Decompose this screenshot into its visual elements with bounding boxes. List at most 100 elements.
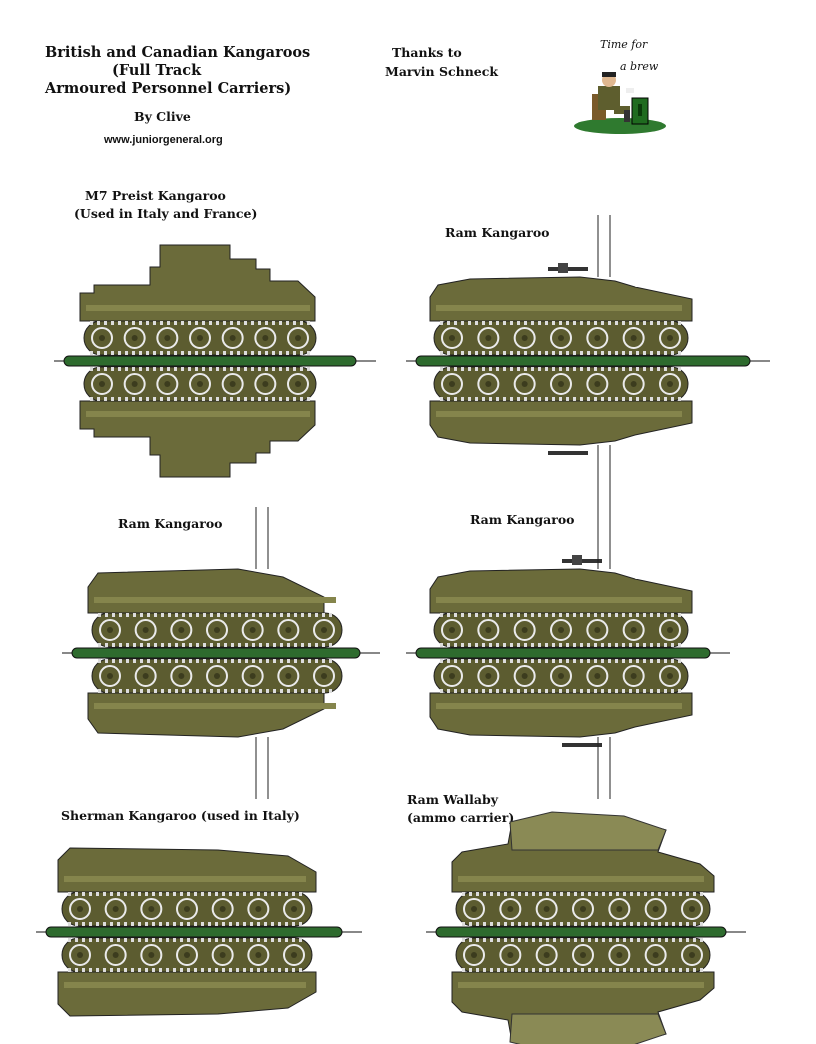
road-wheel (513, 619, 536, 641)
track-link (524, 613, 527, 617)
track-link (278, 892, 281, 896)
track-link (475, 613, 478, 617)
track-link (243, 968, 246, 972)
track-link (475, 659, 478, 663)
track-link (196, 643, 199, 647)
track-link (504, 892, 507, 896)
road-wheel (513, 327, 536, 349)
track-link (566, 689, 569, 693)
track-link (175, 659, 178, 663)
track-link (215, 922, 218, 926)
track-link (615, 689, 618, 693)
track-link (210, 613, 213, 617)
track-link (209, 351, 212, 355)
track-link (180, 922, 183, 926)
track-link (273, 689, 276, 693)
track-link (616, 892, 619, 896)
road-wheel (572, 898, 594, 920)
track-link (476, 968, 479, 972)
track-link (257, 892, 260, 896)
track-link (168, 643, 171, 647)
road-wheel (659, 619, 681, 641)
track-link (223, 367, 226, 371)
track-link (447, 397, 450, 401)
track-link (103, 938, 106, 942)
track-link (461, 351, 464, 355)
road-wheel (313, 665, 335, 687)
track-link (440, 643, 443, 647)
wheel-hub (521, 381, 528, 387)
track-link (608, 397, 611, 401)
road-wheel (140, 944, 163, 966)
track-link (545, 321, 548, 325)
website-link[interactable]: www.juniorgeneral.org (104, 134, 223, 146)
track-link (559, 397, 562, 401)
track-link (545, 613, 548, 617)
hull-highlight (94, 703, 336, 709)
track-link (103, 922, 106, 926)
vehicle-side-view-mirrored (451, 937, 715, 1044)
track-link (587, 397, 590, 401)
track-link (672, 968, 675, 972)
track-link (524, 643, 527, 647)
track-link (187, 922, 190, 926)
vehicle-label-ram-2: Ram Kangaroo (118, 516, 223, 531)
track-link (154, 659, 157, 663)
road-wheel (463, 944, 485, 966)
track-link (636, 689, 639, 693)
track-link (265, 397, 268, 401)
track-link (657, 351, 660, 355)
track-link (154, 613, 157, 617)
track-link (138, 922, 141, 926)
road-wheel (176, 944, 198, 966)
figure-base (415, 355, 751, 367)
road-wheel (123, 327, 146, 349)
track-link (238, 659, 241, 663)
track-link (104, 321, 107, 325)
track-link (145, 922, 148, 926)
wheel-hub (107, 673, 113, 679)
track-link (644, 892, 647, 896)
vehicle-figure (54, 244, 376, 478)
vehicle-side-view (451, 811, 715, 927)
track-link (118, 321, 121, 325)
track-link (503, 321, 506, 325)
track-link (517, 351, 520, 355)
track-link (461, 321, 464, 325)
track-link (490, 938, 493, 942)
track-link (126, 643, 129, 647)
track-link (146, 397, 149, 401)
track-link (147, 659, 150, 663)
track-link (308, 659, 311, 663)
track-link (497, 968, 500, 972)
track-link (650, 659, 653, 663)
track-link (468, 659, 471, 663)
track-link (180, 892, 183, 896)
track-link (188, 397, 191, 401)
track-link (454, 613, 457, 617)
track-link (152, 892, 155, 896)
track-link (595, 968, 598, 972)
track-link (280, 643, 283, 647)
track-link (174, 351, 177, 355)
track-link (664, 321, 667, 325)
track-link (636, 351, 639, 355)
track-link (538, 659, 541, 663)
track-link (315, 613, 318, 617)
track-link (489, 689, 492, 693)
track-link (160, 367, 163, 371)
track-link (173, 922, 176, 926)
track-link (496, 321, 499, 325)
vehicle-hull (57, 971, 317, 1017)
cartoon-caption-line2: a brew (620, 60, 659, 73)
wheel-hub (558, 627, 564, 633)
wheel-hub (667, 673, 673, 679)
track-link (229, 938, 232, 942)
track-link (202, 351, 205, 355)
track-link (182, 613, 185, 617)
track-link (286, 367, 289, 371)
track-link (552, 659, 555, 663)
road-wheel (622, 665, 645, 687)
track-link (160, 351, 163, 355)
track-link (524, 397, 527, 401)
